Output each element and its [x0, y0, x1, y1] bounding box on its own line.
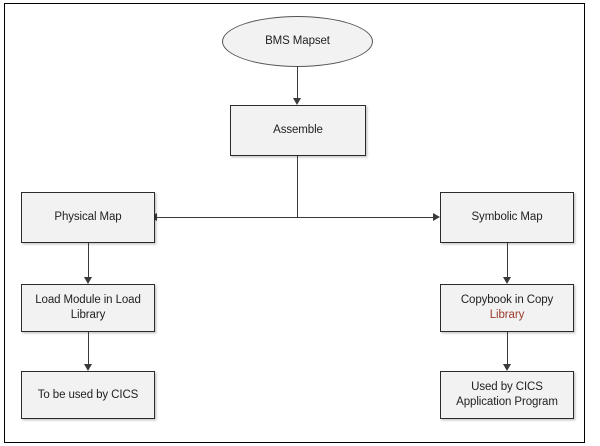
node-copybook[interactable]: Copybook in Copy Library	[440, 284, 574, 332]
node-load-module-label-line1: Load Module in Load	[35, 294, 141, 306]
connector-copybook-to-cics-app-arrowhead	[503, 364, 511, 371]
node-used-by-cics-app[interactable]: Used by CICS Application Program	[440, 371, 574, 419]
node-copybook-label-line2: Library	[489, 309, 525, 321]
node-symbolic-map-label: Symbolic Map	[471, 211, 543, 223]
node-used-by-cics-app-label-line2: Application Program	[456, 396, 558, 408]
node-bms-mapset[interactable]: BMS Mapset	[222, 16, 373, 67]
node-load-module[interactable]: Load Module in Load Library	[21, 284, 155, 332]
connector-physical-map-to-load-module-line	[88, 243, 89, 278]
node-load-module-label-line2: Library	[70, 309, 106, 321]
node-copybook-label-line1: Copybook in Copy	[460, 294, 554, 306]
connector-symbolic-map-to-copybook-arrowhead	[503, 277, 511, 284]
connector-assemble-to-split-line	[297, 156, 298, 218]
connector-start-to-assemble-line	[297, 66, 298, 99]
node-to-be-used-by-cics[interactable]: To be used by CICS	[21, 371, 155, 419]
connector-split-to-symbolic-map-arrowhead	[433, 213, 440, 221]
connector-start-to-assemble-arrowhead	[293, 98, 301, 105]
node-assemble-label: Assemble	[273, 124, 323, 136]
node-copybook-label: Copybook in Copy Library	[457, 293, 557, 323]
node-physical-map[interactable]: Physical Map	[21, 192, 155, 243]
connector-load-module-to-cics-line	[88, 332, 89, 365]
connector-load-module-to-cics-arrowhead	[84, 364, 92, 371]
node-symbolic-map[interactable]: Symbolic Map	[440, 192, 574, 243]
node-assemble[interactable]: Assemble	[230, 105, 366, 156]
node-used-by-cics-app-label: Used by CICS Application Program	[452, 380, 562, 410]
connector-symbolic-map-to-copybook-line	[507, 243, 508, 278]
connector-physical-map-to-load-module-arrowhead	[84, 277, 92, 284]
node-physical-map-label: Physical Map	[54, 211, 122, 223]
node-load-module-label: Load Module in Load Library	[31, 293, 145, 323]
connector-split-horizontal-line	[157, 217, 438, 218]
node-used-by-cics-app-label-line1: Used by CICS	[471, 381, 543, 393]
node-to-be-used-by-cics-label: To be used by CICS	[37, 388, 139, 401]
node-bms-mapset-label: BMS Mapset	[265, 35, 330, 47]
connector-copybook-to-cics-app-line	[507, 332, 508, 365]
